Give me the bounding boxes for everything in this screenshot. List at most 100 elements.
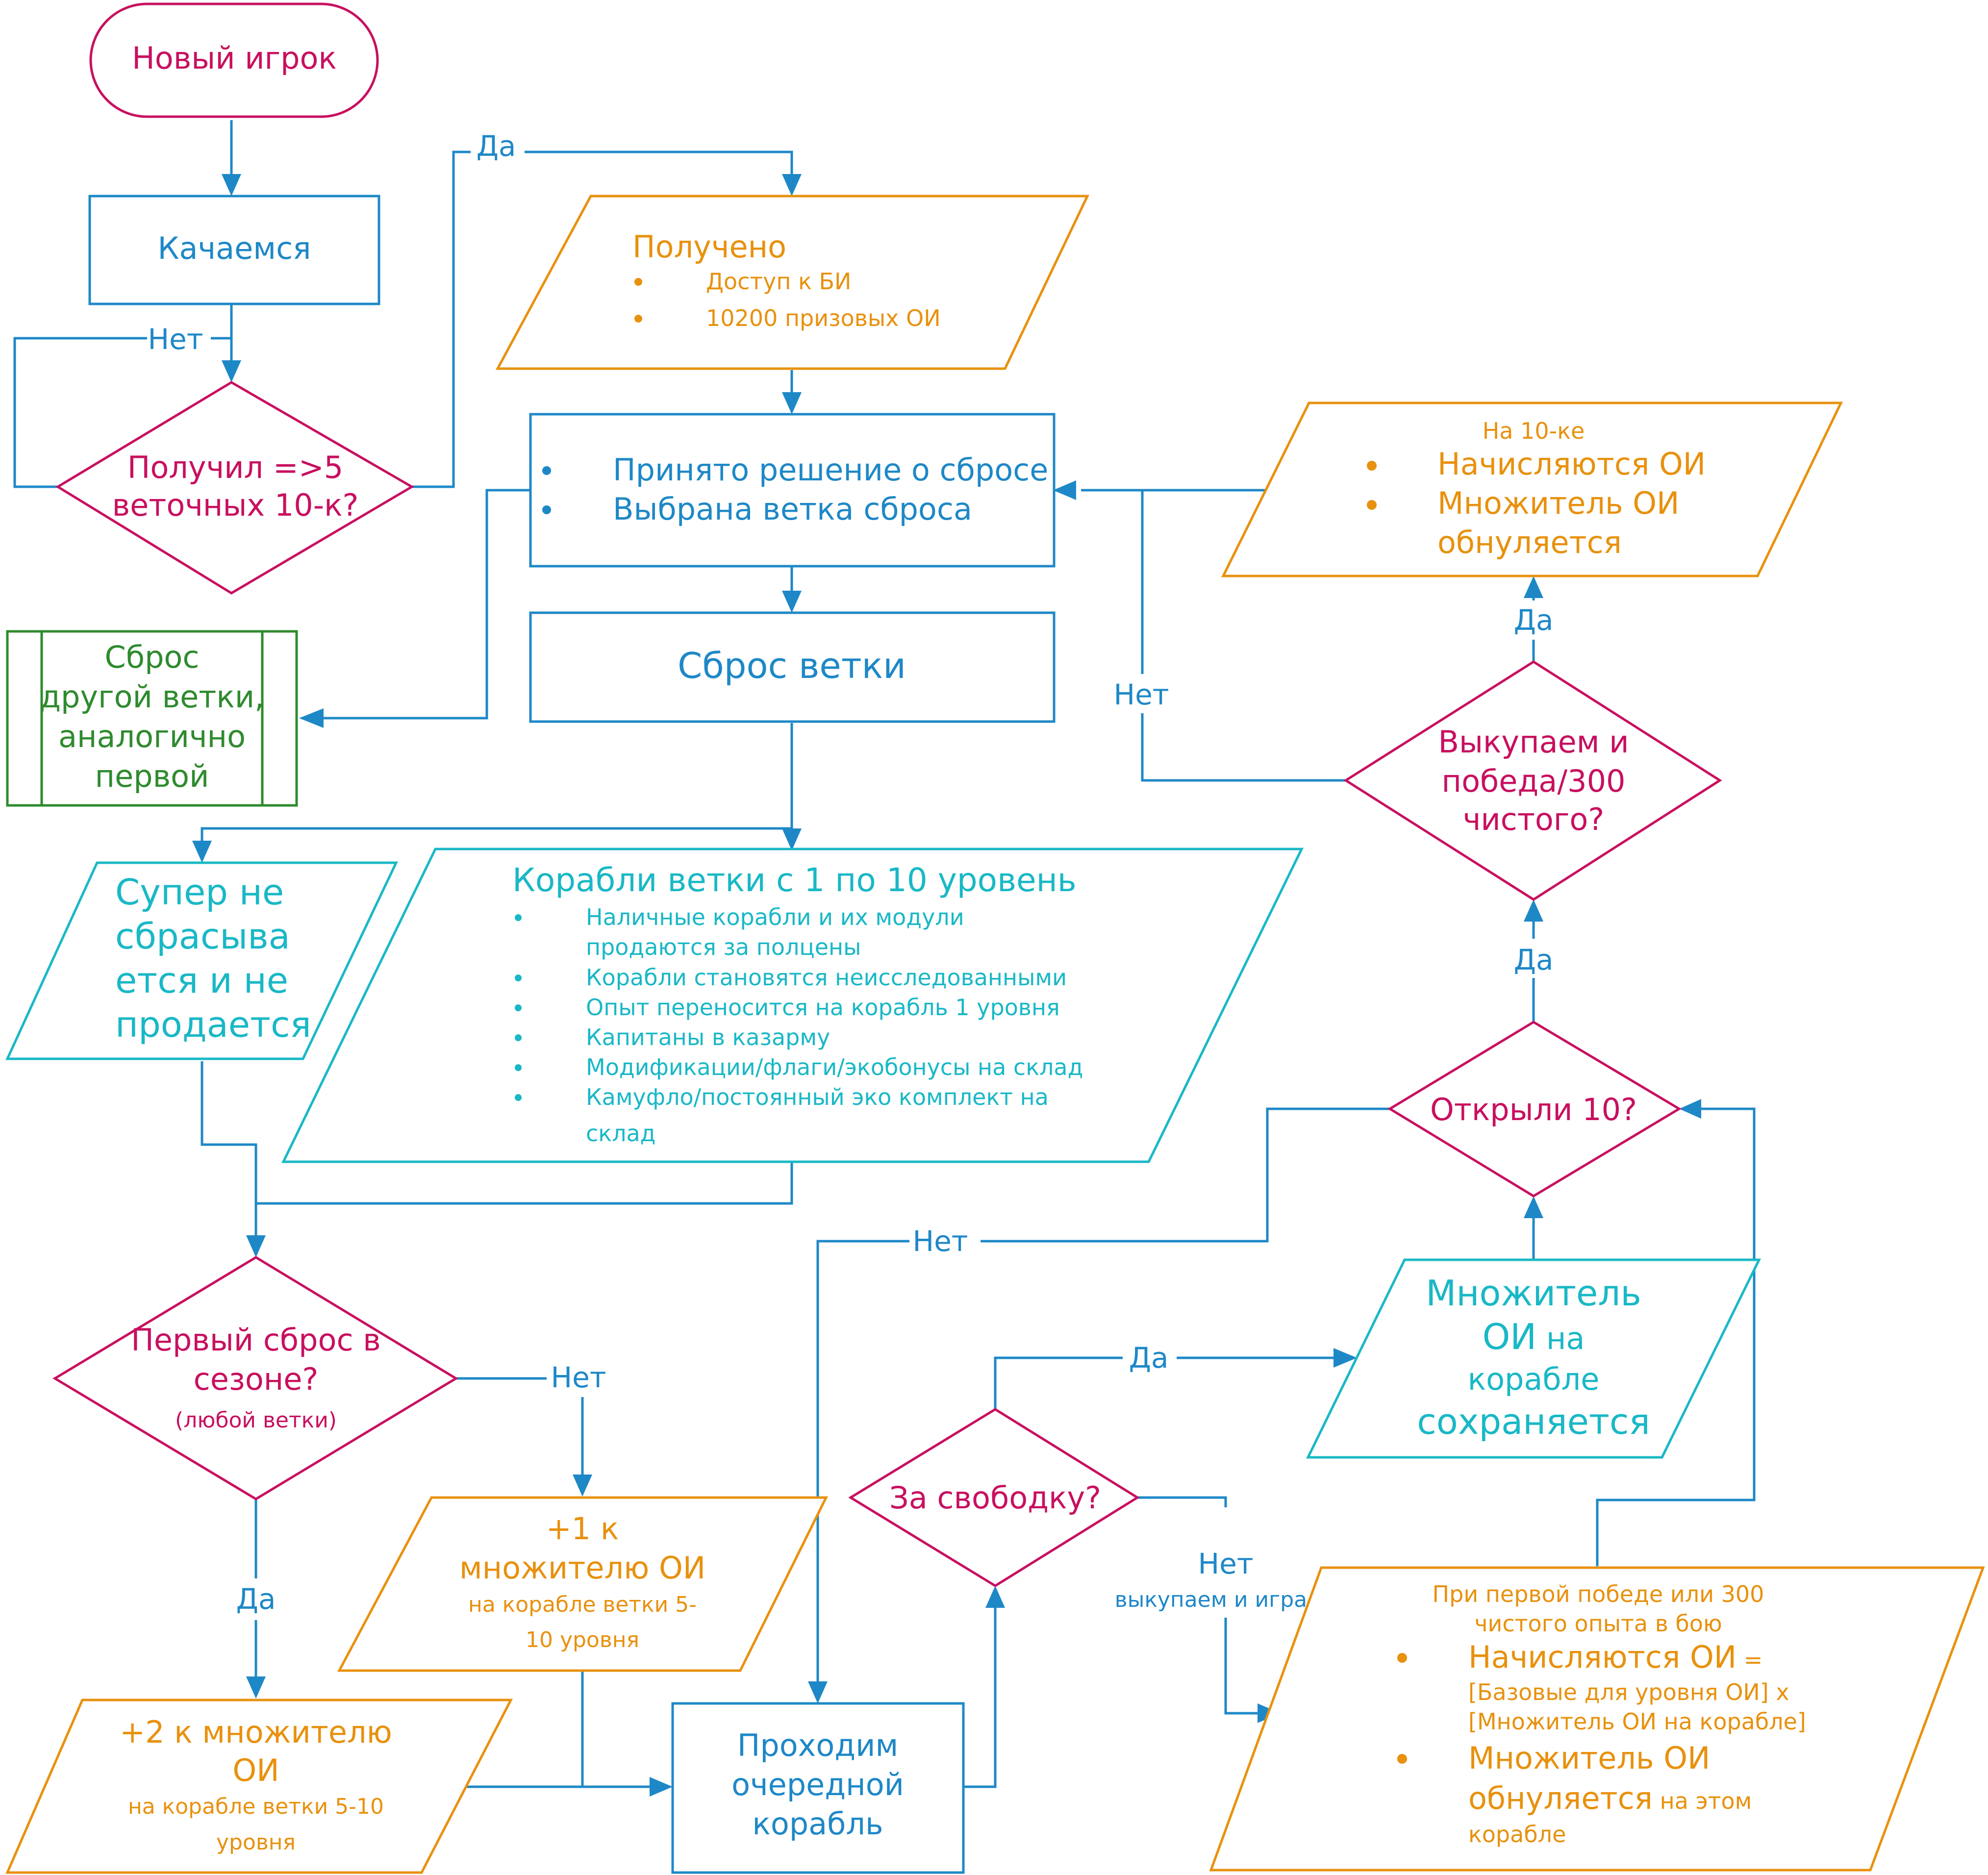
received-item2: 10200 призовых ОИ — [706, 305, 941, 331]
node-grind[interactable]: Качаемся — [88, 195, 380, 305]
label-mask — [1508, 939, 1561, 978]
node-opened10-decision[interactable]: Открыли 10? — [1387, 1021, 1682, 1198]
bullet-icon — [1397, 1754, 1407, 1764]
plus1-line3: на корабле ветки 5- — [468, 1592, 697, 1617]
ships-title: Корабли ветки с 1 по 10 уровень — [512, 861, 1077, 899]
edge-label-no: Нет — [551, 1361, 606, 1394]
first-win-b1d: [Множитель ОИ на корабле] — [1468, 1708, 1806, 1735]
process-shape — [88, 195, 380, 305]
node-keep-mult[interactable]: Множитель ОИ на корабле сохраняется — [1306, 1258, 1762, 1459]
ships-item5: Модификации/флаги/экобонусы на склад — [586, 1054, 1083, 1080]
process-shape — [529, 611, 1056, 723]
bullet-icon — [515, 1094, 522, 1101]
arrowhead-icon — [299, 708, 324, 728]
buyout-line3: чистого? — [1463, 801, 1604, 837]
bullet-icon — [1397, 1653, 1407, 1663]
plus2-line2: ОИ — [232, 1752, 279, 1788]
data-shape — [1306, 1258, 1762, 1459]
bullet-icon — [542, 466, 551, 475]
node-received[interactable]: Получено Доступ к БИ 10200 призовых ОИ — [495, 195, 1089, 370]
edge-label-no: Нет — [1113, 678, 1169, 711]
data-shape — [337, 1496, 829, 1672]
node-first-reset-decision[interactable]: Первый сброс в сезоне? (любой ветки) — [52, 1256, 458, 1500]
decided-item1: Принято решение о сбросе — [613, 452, 1048, 488]
arrowhead-icon — [1679, 1099, 1701, 1119]
label-mask — [1110, 674, 1177, 713]
edge-got5-no-loop — [13, 337, 231, 488]
first-reset-line2: сезоне? — [194, 1361, 319, 1397]
buyout-line1: Выкупаем и — [1438, 724, 1629, 760]
ships-item4: Капитаны в казарму — [586, 1024, 830, 1050]
first-reset-line3: (любой ветки) — [175, 1408, 337, 1433]
node-other-branch[interactable]: Сброс другой ветки, аналогично первой — [6, 630, 298, 807]
node-first-win[interactable]: При первой победе или 300 чистого опыта … — [1209, 1566, 1985, 1872]
node-super[interactable]: Супер не сбрасыва ется и не продается — [5, 861, 398, 1060]
edge-label-yes: Да — [1129, 1341, 1169, 1375]
free-label: За свободку? — [889, 1480, 1101, 1516]
on10-head: На 10-ке — [1483, 418, 1585, 444]
keep-line2: ОИ на — [1483, 1316, 1585, 1357]
first-win-b2c: на этом — [1653, 1788, 1752, 1814]
on10-b1: Начисляются ОИ — [1437, 446, 1706, 482]
arrowhead-icon — [192, 841, 212, 863]
arrowhead-icon — [782, 392, 802, 414]
edge-ships-first — [256, 1162, 793, 1205]
edge-label-no: Нет — [148, 323, 203, 356]
other-line3: аналогично — [58, 719, 246, 754]
data-shape — [1221, 401, 1843, 577]
edge-opened-no — [816, 1107, 1390, 1686]
next-ship-line1: Проходим — [737, 1727, 898, 1763]
label-mask — [547, 1358, 618, 1397]
edge-got5-yes — [412, 150, 793, 488]
node-on10[interactable]: На 10-ке Начисляются ОИ Множитель ОИ обн… — [1221, 401, 1843, 577]
node-ships[interactable]: Корабли ветки с 1 по 10 уровень Наличные… — [281, 848, 1304, 1163]
edge-label-buy-and-play: выкупаем и играем — [1115, 1587, 1337, 1612]
arrowhead-icon — [1334, 1348, 1357, 1368]
arrowhead-icon — [246, 1235, 266, 1257]
first-win-b1c: [Базовые для уровня ОИ] х — [1468, 1679, 1789, 1705]
first-win-b2a: Множитель ОИ — [1468, 1740, 1710, 1776]
arrowhead-icon — [1053, 480, 1076, 500]
node-buyout-decision[interactable]: Выкупаем и победа/300 чистого? — [1343, 660, 1722, 901]
edge-label-yes: Да — [1514, 603, 1554, 637]
node-plus2[interactable]: +2 к множителю ОИ на корабле ветки 5-10 … — [5, 1699, 513, 1874]
decision-shape — [1387, 1021, 1682, 1198]
node-decided[interactable]: Принято решение о сбросе Выбрана ветка с… — [529, 413, 1056, 568]
plus2-line1: +2 к множителю — [120, 1714, 392, 1750]
opened10-label: Открыли 10? — [1430, 1092, 1637, 1127]
ships-item2: Корабли становятся неисследованными — [586, 964, 1067, 991]
bullet-icon — [1367, 500, 1377, 510]
decision-shape — [52, 1256, 458, 1500]
arrowhead-icon — [782, 174, 802, 196]
first-win-b2: обнуляется на этом — [1468, 1780, 1752, 1816]
data-shape — [495, 195, 1089, 370]
node-reset[interactable]: Сброс ветки — [529, 611, 1056, 723]
ships-item3: Опыт переносится на корабль 1 уровня — [586, 994, 1060, 1021]
arrowhead-icon — [782, 591, 802, 613]
node-plus1[interactable]: +1 к множителю ОИ на корабле ветки 5- 10… — [337, 1496, 829, 1672]
super-line3: ется и не — [115, 960, 288, 1001]
node-next-ship[interactable]: Проходим очередной корабль — [671, 1702, 965, 1874]
first-reset-line1: Первый сброс в — [131, 1322, 381, 1358]
on10-b3: обнуляется — [1437, 525, 1622, 560]
edge-reset-split — [201, 723, 793, 843]
keep-line3: корабле — [1468, 1361, 1600, 1397]
edge-label-no: Нет — [1198, 1547, 1253, 1580]
data-shape — [5, 1699, 513, 1874]
super-line2: сбрасыва — [115, 916, 290, 957]
edge-next-free — [963, 1603, 997, 1788]
on10-b2: Множитель ОИ — [1437, 485, 1679, 521]
arrowhead-icon — [222, 360, 241, 382]
node-free-decision[interactable]: За свободку? — [848, 1408, 1140, 1587]
node-start[interactable]: Новый игрок — [89, 2, 379, 118]
plus1-line4: 10 уровня — [526, 1627, 639, 1652]
first-win-h1: При первой победе или 300 — [1433, 1581, 1764, 1607]
node-got5-decision[interactable]: Получил =>5 веточных 10-к? — [55, 381, 414, 595]
decision-shape — [1343, 660, 1722, 901]
got5-line2: веточных 10-к? — [112, 487, 359, 523]
label-mask — [471, 130, 525, 169]
other-line2: другой ветки, — [40, 679, 264, 715]
label-mask — [147, 319, 211, 358]
grind-label: Качаемся — [158, 230, 311, 266]
